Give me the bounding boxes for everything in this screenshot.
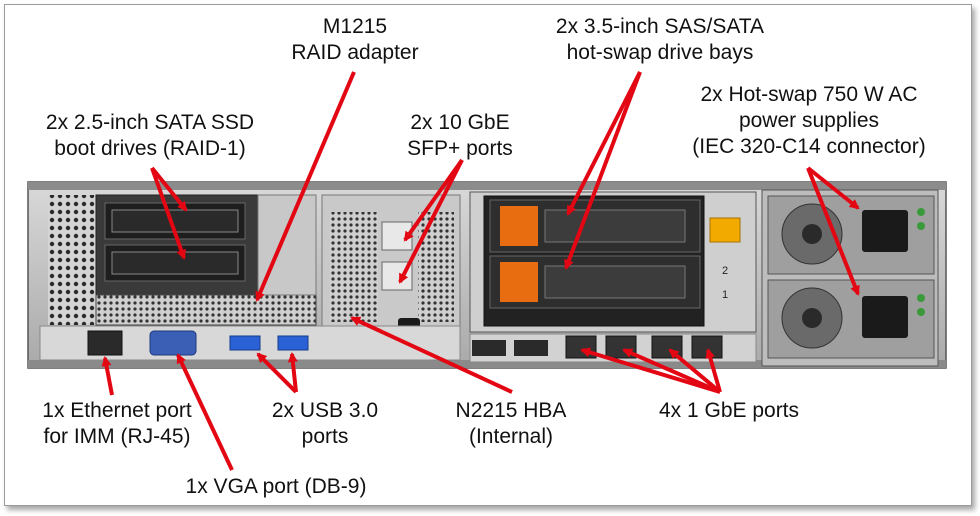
callout-sfp-ports: 2x 10 GbE SFP+ ports xyxy=(407,111,513,160)
ethernet-port xyxy=(87,330,123,356)
bay-label-1: 1 xyxy=(722,289,728,301)
callout-usb-ports: 2x USB 3.0 ports xyxy=(271,399,379,448)
callout-drive-bays: 2x 3.5-inch SAS/SATA hot-swap drive bays xyxy=(555,15,765,64)
arrow-icon xyxy=(255,71,356,302)
callout-raid-adapter: M1215 RAID adapter xyxy=(291,15,419,64)
power-socket-icon xyxy=(862,210,908,252)
callout-gbe-ports: 4x 1 GbE ports xyxy=(658,399,800,422)
ssd-section xyxy=(48,194,317,326)
led-icon xyxy=(917,208,925,216)
usb-port xyxy=(229,335,261,351)
callout-vga-port: 1x VGA port (DB-9) xyxy=(185,475,367,498)
vga-port xyxy=(149,330,197,356)
callout-power-supplies: 2x Hot-swap 750 W AC power supplies (IEC… xyxy=(692,83,926,158)
callout-ethernet-imm: 1x Ethernet port for IMM (RJ-45) xyxy=(42,399,192,448)
io-row xyxy=(39,325,757,363)
callout-hba: N2215 HBA (Internal) xyxy=(455,399,567,448)
bay-label-2: 2 xyxy=(722,265,728,277)
fan-icon xyxy=(802,224,822,244)
drive-bay-section: 2 1 xyxy=(469,191,757,333)
callout-ssd-boot-drives: 2x 2.5-inch SATA SSD boot drives (RAID-1… xyxy=(45,111,255,160)
callout-arrows xyxy=(101,71,860,471)
